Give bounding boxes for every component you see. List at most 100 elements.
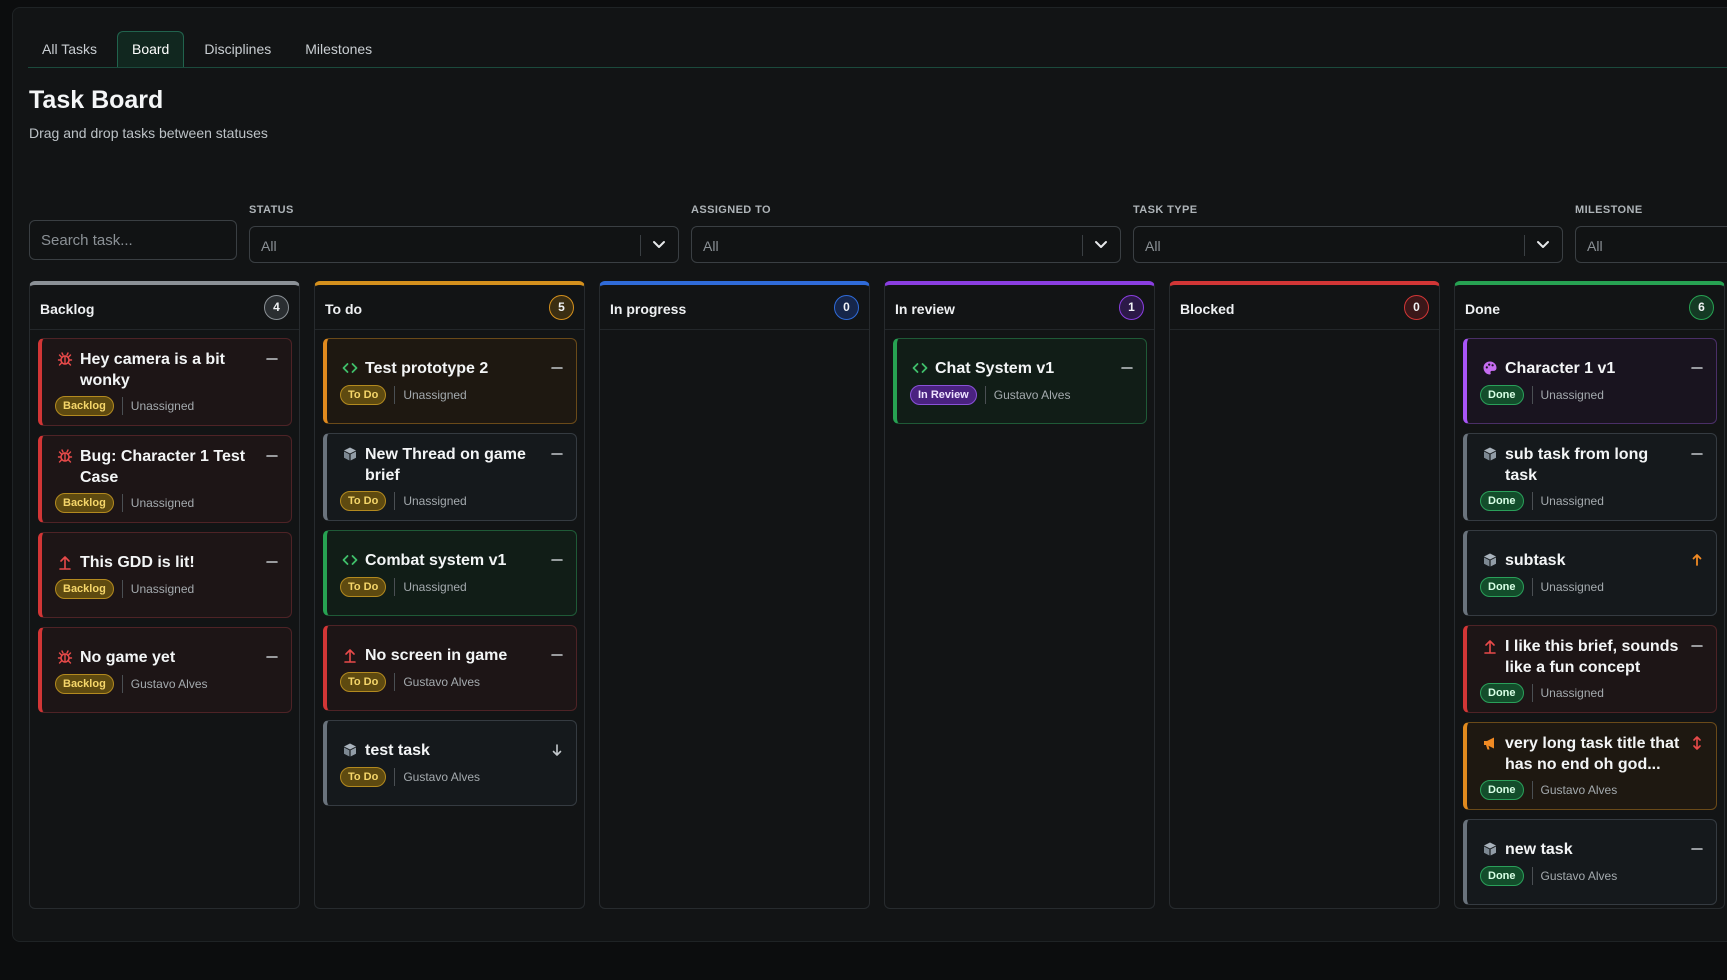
status-badge: In Review <box>910 385 977 405</box>
filter-label: STATUS <box>249 204 294 216</box>
column-header: Backlog 4 <box>30 285 299 330</box>
tab-milestones[interactable]: Milestones <box>305 41 373 57</box>
code-icon <box>342 552 358 568</box>
status-select[interactable]: All <box>249 226 679 263</box>
meta-divider <box>121 494 123 512</box>
status-badge: Backlog <box>55 579 114 599</box>
dash-icon[interactable] <box>550 553 564 567</box>
task-title: Combat system v1 <box>365 552 507 569</box>
tab-bar: All Tasks Board Disciplines Milestones <box>28 26 1727 68</box>
filter-assigned-to: ASSIGNED TO All <box>691 204 1121 263</box>
task-type-select[interactable]: All <box>1133 226 1563 263</box>
arrow-down-icon[interactable] <box>550 743 564 757</box>
task-card[interactable]: very long task title that has no end oh … <box>1463 722 1717 810</box>
assignee-label: Gustavo Alves <box>993 388 1071 402</box>
dash-icon[interactable] <box>1120 361 1134 375</box>
tab-all-tasks[interactable]: All Tasks <box>42 41 97 57</box>
filter-status: STATUS All <box>249 204 679 263</box>
meta-divider <box>1531 386 1533 404</box>
select-value: All <box>1587 238 1603 254</box>
column-count-badge: 5 <box>549 295 574 320</box>
meta-divider <box>1531 578 1533 596</box>
task-card[interactable]: I like this brief, sounds like a fun con… <box>1463 625 1717 713</box>
dash-icon[interactable] <box>265 352 279 366</box>
dash-icon[interactable] <box>1690 361 1704 375</box>
assignee-label: Unassigned <box>403 580 467 594</box>
task-title: Character 1 v1 <box>1505 360 1616 377</box>
bug-icon <box>57 448 73 464</box>
assigned-to-select[interactable]: All <box>691 226 1121 263</box>
filter-label: MILESTONE <box>1575 204 1643 216</box>
arrows-updown-icon[interactable] <box>1690 736 1704 750</box>
page-title: Task Board <box>29 86 164 114</box>
dash-icon[interactable] <box>550 361 564 375</box>
dash-icon[interactable] <box>550 648 564 662</box>
tab-board[interactable]: Board <box>116 31 185 67</box>
dash-icon[interactable] <box>1690 639 1704 653</box>
dash-icon[interactable] <box>1690 842 1704 856</box>
column-title: To do <box>325 301 363 317</box>
task-title: Test prototype 2 <box>365 360 489 377</box>
status-badge: Done <box>1480 866 1524 886</box>
dash-icon[interactable] <box>1690 447 1704 461</box>
assignee-label: Unassigned <box>1540 686 1604 700</box>
column-count-badge: 6 <box>1689 295 1714 320</box>
column-header: Done 6 <box>1455 285 1724 330</box>
dash-icon[interactable] <box>265 449 279 463</box>
cube-icon <box>1482 446 1498 462</box>
status-badge: Done <box>1480 491 1524 511</box>
meta-divider <box>394 578 396 596</box>
task-title: I like this brief, sounds like a fun con… <box>1505 638 1679 676</box>
chevron-down-icon <box>1095 241 1107 248</box>
search-input[interactable] <box>29 220 237 260</box>
dash-icon[interactable] <box>265 650 279 664</box>
assignee-label: Gustavo Alves <box>403 770 481 784</box>
task-title: Hey camera is a bit wonky <box>80 351 225 389</box>
task-title: new task <box>1505 841 1573 858</box>
task-title: This GDD is lit! <box>80 554 195 571</box>
meta-divider <box>121 580 123 598</box>
milestone-select[interactable]: All <box>1575 226 1727 263</box>
dash-icon[interactable] <box>550 447 564 461</box>
meta-divider <box>1531 492 1533 510</box>
arrow-up-orange-icon[interactable] <box>1690 553 1704 567</box>
meta-divider <box>121 675 123 693</box>
palette-icon <box>1482 360 1498 376</box>
assignee-label: Gustavo Alves <box>403 675 481 689</box>
meta-divider <box>1531 781 1533 799</box>
dash-icon[interactable] <box>265 555 279 569</box>
column-count-badge: 0 <box>834 295 859 320</box>
column-title: Done <box>1465 301 1500 317</box>
tab-disciplines[interactable]: Disciplines <box>204 41 272 57</box>
column-title: Backlog <box>40 301 95 317</box>
column-count-badge: 4 <box>264 295 289 320</box>
assignee-label: Unassigned <box>403 494 467 508</box>
filter-milestone: MILESTONE All <box>1575 204 1727 263</box>
